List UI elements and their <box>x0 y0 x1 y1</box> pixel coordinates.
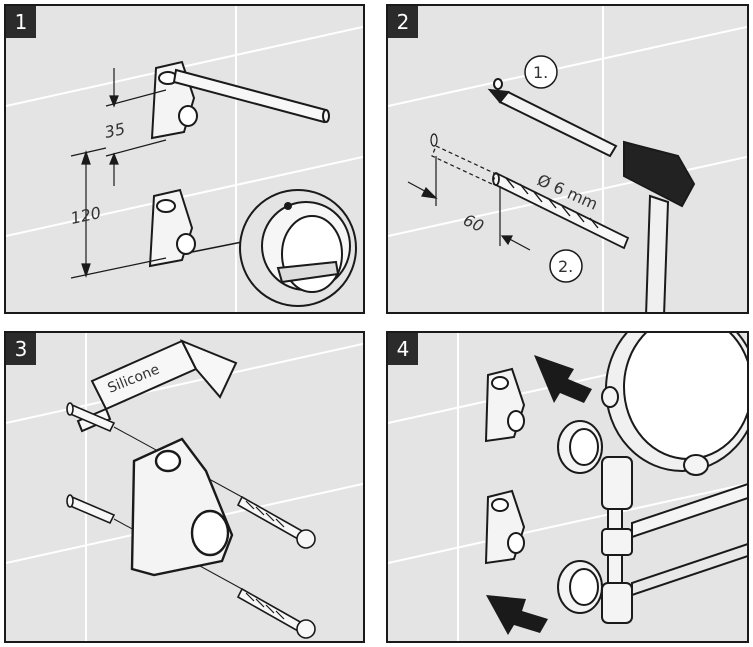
upper-wall-plug <box>66 402 116 433</box>
step-3-panel: Silicone 3 <box>4 331 365 643</box>
lower-arrow-icon <box>486 595 548 635</box>
wall-tiles <box>6 6 363 312</box>
pencil <box>487 78 618 158</box>
upper-screw <box>236 495 316 549</box>
lower-bracket <box>148 188 196 268</box>
lower-wall-plug <box>66 494 116 525</box>
step-2-illustration: 1. Ø 6 mm 60 2. <box>388 6 747 312</box>
dimension-120-label: 120 <box>69 203 103 228</box>
callout-2-circle <box>549 249 583 283</box>
dimension-lines <box>70 68 167 279</box>
lower-bracket <box>484 489 526 565</box>
silicone-cartridge <box>76 339 238 433</box>
mirror-arm-assembly <box>557 386 747 624</box>
step-4-number: 4 <box>388 333 418 365</box>
step-2-panel: 1. Ø 6 mm 60 2. 2 <box>386 4 749 314</box>
dimension-35-label: 35 <box>103 119 127 142</box>
drill-hole <box>430 133 497 185</box>
lower-screw <box>236 587 316 639</box>
callout-1-label: 1. <box>533 63 548 82</box>
callout-2-label: 2. <box>558 257 573 276</box>
level-rod <box>172 68 330 124</box>
step-1-illustration: 35 120 <box>6 6 363 312</box>
step-1-panel: 35 120 1 <box>4 4 365 314</box>
depth-dimension <box>407 156 531 251</box>
step-1-number: 1 <box>6 6 36 38</box>
hammer <box>623 140 696 312</box>
step-4-illustration <box>388 333 747 641</box>
step-4-panel: 4 <box>386 331 749 643</box>
callout-1-circle <box>524 55 558 89</box>
bracket <box>130 437 234 577</box>
step-3-illustration: Silicone <box>6 333 363 641</box>
wall-tiles <box>388 6 747 312</box>
step-3-number: 3 <box>6 333 36 365</box>
mirror <box>605 333 747 472</box>
step-2-number: 2 <box>388 6 418 38</box>
upper-bracket <box>484 367 526 443</box>
upper-arrow-icon <box>534 355 592 403</box>
drill-bit <box>492 172 630 250</box>
detail-magnifier <box>239 189 357 307</box>
